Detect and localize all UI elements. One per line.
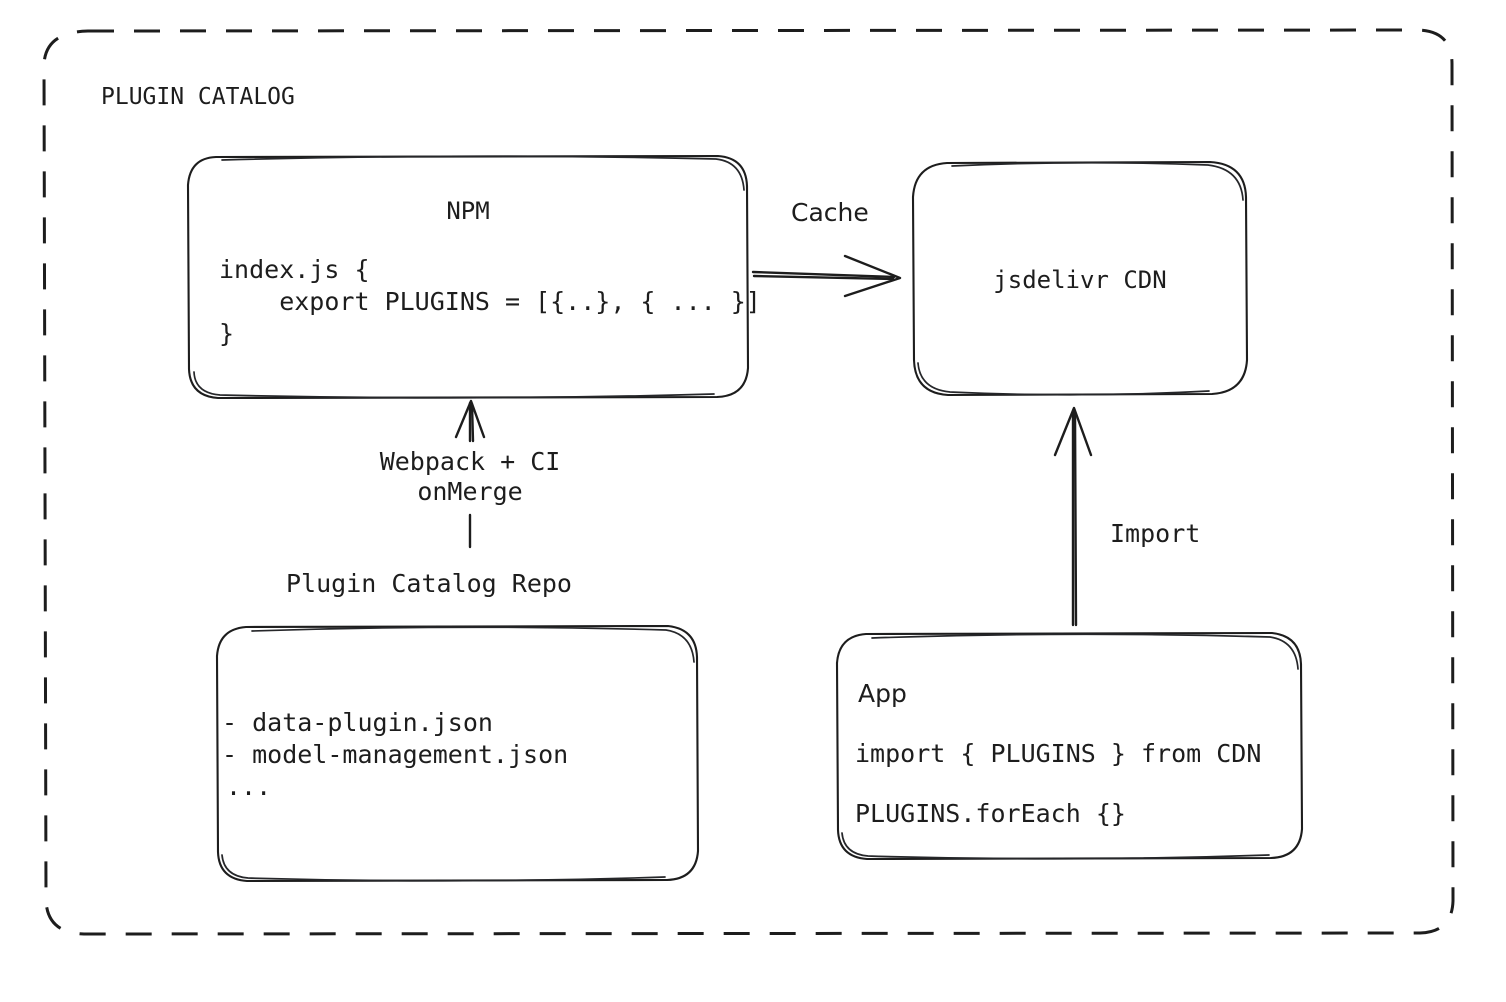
npm-code-line-3: } [219,319,234,348]
repo-caption: Plugin Catalog Repo [286,569,572,598]
node-app[interactable] [835,631,1304,861]
repo-file-line-3: ... [226,772,271,801]
app-code-line-2: PLUGINS.forEach {} [855,799,1126,828]
node-plugin-catalog-repo[interactable] [215,624,700,883]
node-jsdelivr-cdn[interactable] [911,160,1249,397]
npm-code-line-1: index.js { [219,255,370,284]
edge-app-to-cdn [1053,406,1093,627]
edge-repo-to-npm [454,399,486,549]
cdn-title: jsdelivr CDN [993,266,1166,294]
app-code-line-1: import { PLUGINS } from CDN [855,739,1261,768]
edge-npm-to-cdn [751,254,902,298]
repo-file-line-1: - data-plugin.json [222,708,493,737]
edge-label-onmerge: onMerge [417,477,522,506]
frame-title: PLUGIN CATALOG [101,84,295,110]
plugin-catalog-frame [42,28,1455,936]
app-title: App [858,679,907,708]
repo-file-line-2: - model-management.json [222,740,568,769]
edge-label-cache: Cache [791,198,869,227]
node-npm[interactable] [186,154,750,400]
npm-code-line-2: export PLUGINS = [{..}, { ... }] [219,287,761,316]
npm-title: NPM [446,197,489,225]
edge-label-webpack-ci: Webpack + CI [380,447,561,476]
edge-label-import: Import [1110,519,1200,548]
